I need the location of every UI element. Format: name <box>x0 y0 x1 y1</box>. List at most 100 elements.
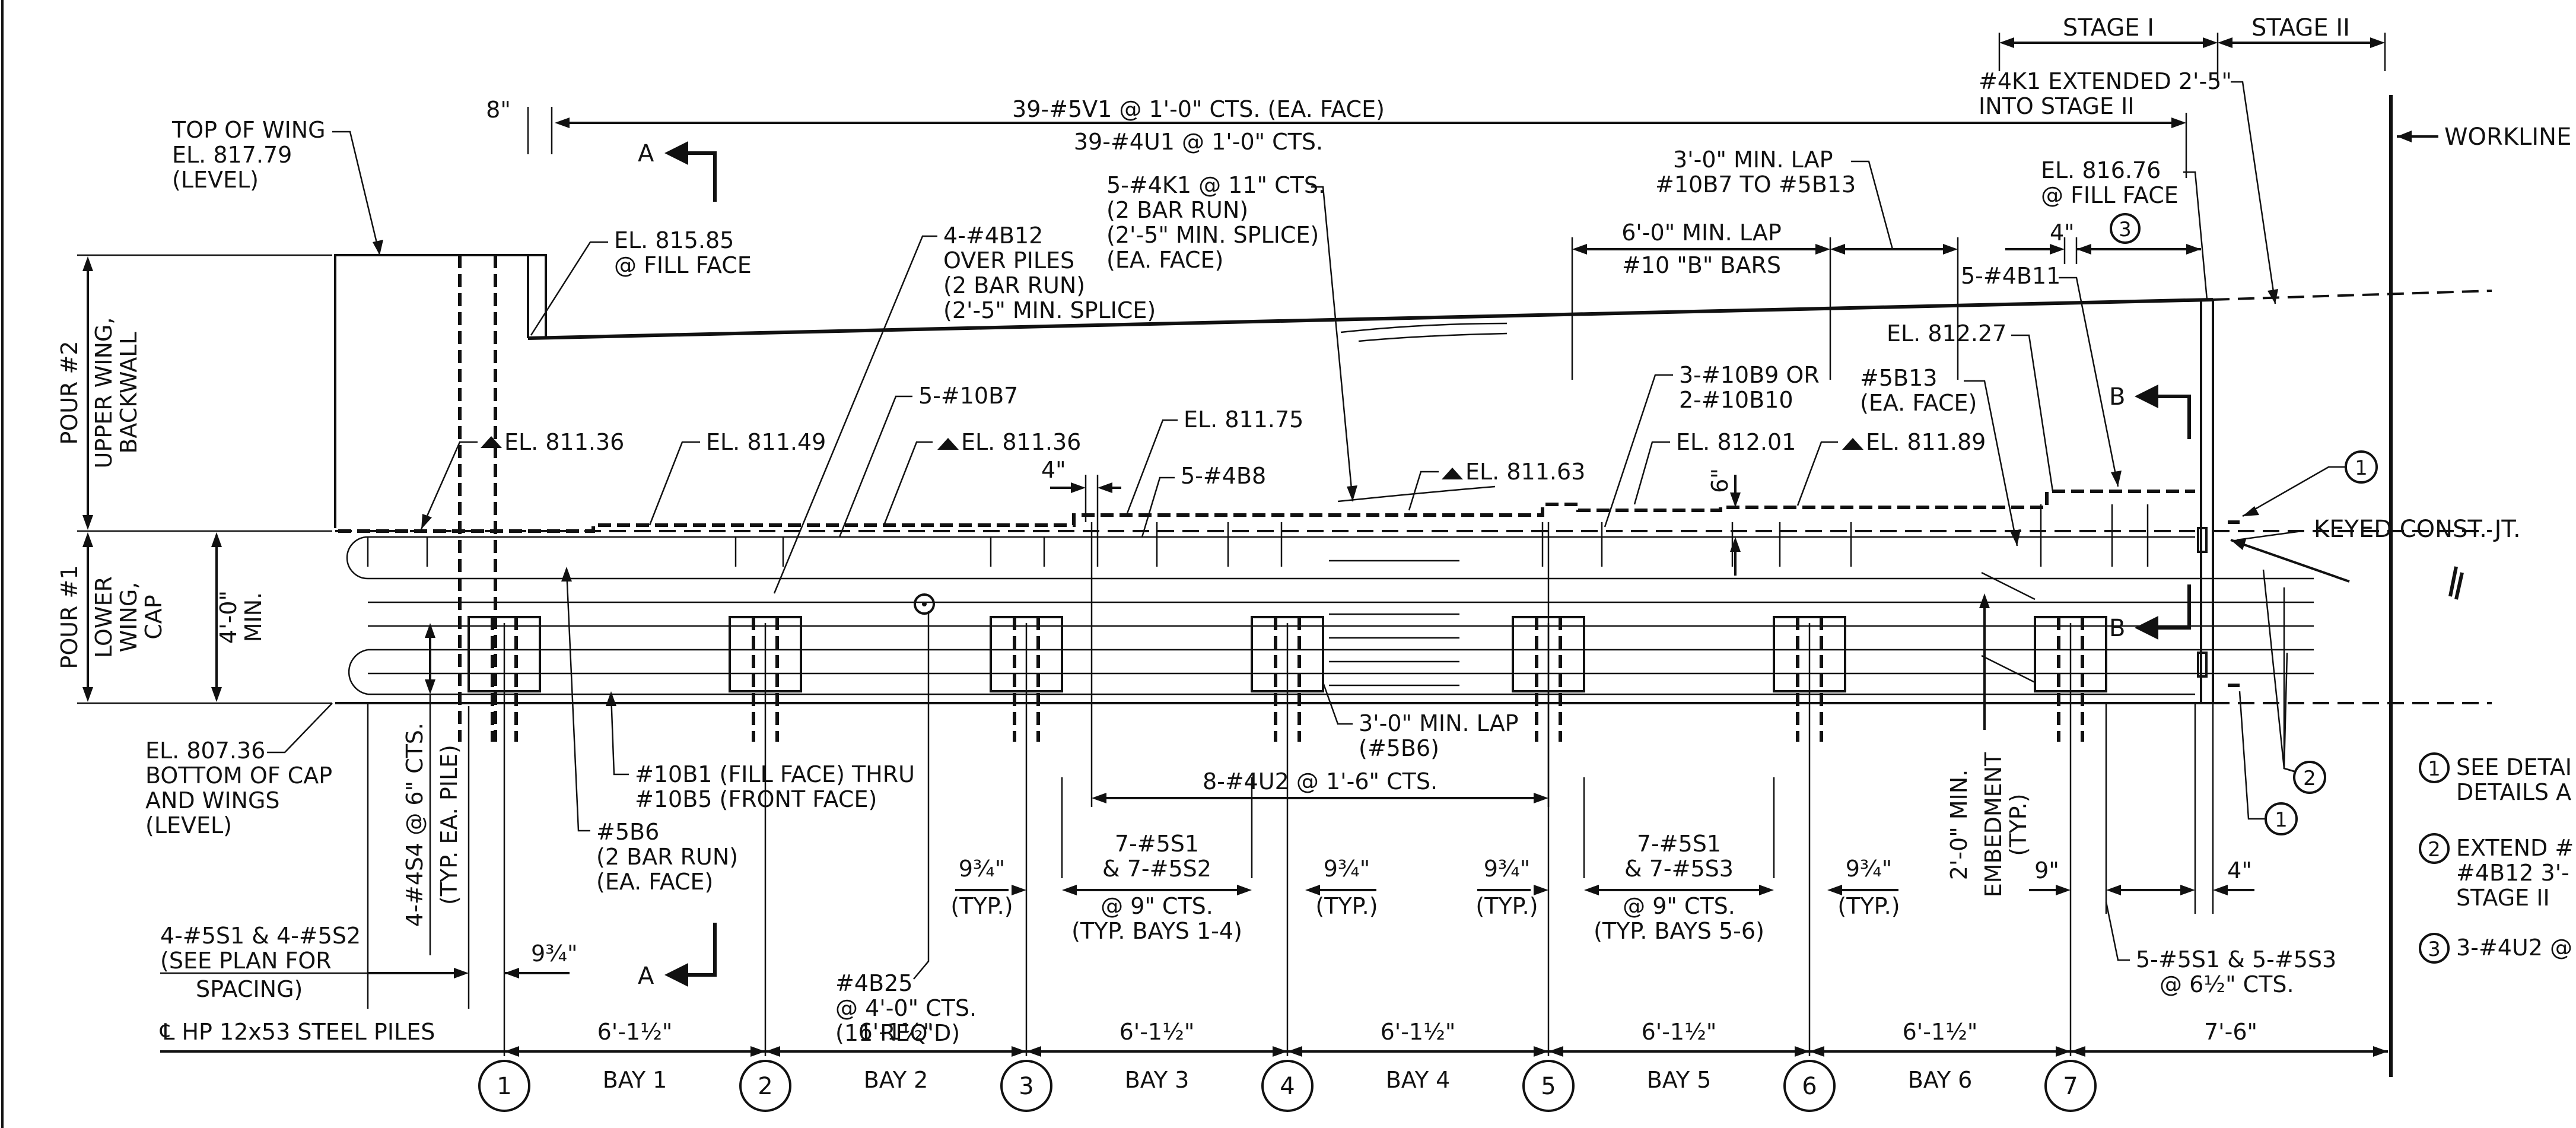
stage-1-label: STAGE I <box>2063 14 2154 42</box>
svg-text:7'-6": 7'-6" <box>2204 1019 2257 1045</box>
svg-text:@ 4'-0" CTS.: @ 4'-0" CTS. <box>835 995 977 1021</box>
svg-text:EL. 807.36: EL. 807.36 <box>145 738 265 764</box>
svg-text:3: 3 <box>2119 218 2132 242</box>
svg-text:SPACING): SPACING) <box>196 976 303 1002</box>
s1s3-bays-callout: 7-#5S1 & 7-#5S3 @ 9" CTS. (TYP. BAYS 5-6… <box>1583 777 1775 944</box>
dim-9-75-left: 9¾" <box>504 940 578 978</box>
typ-dim-bay5-left: 9¾" (TYP.) <box>1475 856 1548 919</box>
svg-text:6'-1½": 6'-1½" <box>1642 1019 1717 1045</box>
svg-text:(2 BAR RUN): (2 BAR RUN) <box>943 272 1085 298</box>
svg-text:EMBEDMENT: EMBEDMENT <box>1980 752 2006 897</box>
el-811-49: EL. 811.49 <box>648 429 826 526</box>
svg-text:& 7-#5S3: & 7-#5S3 <box>1624 856 1734 882</box>
svg-text:(TYP. BAYS 1-4): (TYP. BAYS 1-4) <box>1071 918 1242 944</box>
svg-text:(TYP.): (TYP.) <box>950 893 1013 919</box>
s1s3-end-callout: 4" 5-#5S1 & 5-#5S3 @ 6½" CTS. <box>2105 703 2336 997</box>
callout-1-bottom: 1 <box>2238 691 2298 835</box>
top-of-wing-callout: TOP OF WING EL. 817.79 (LEVEL) <box>171 117 383 256</box>
svg-text:BOTTOM OF CAP: BOTTOM OF CAP <box>145 762 332 789</box>
embedment-callout: 2'-0" MIN. EMBEDMENT (TYP.) <box>1946 571 2036 897</box>
workline-label: WORKLINE <box>2444 123 2571 151</box>
svg-text:9¾": 9¾" <box>1846 856 1893 882</box>
svg-text:EL. 811.49: EL. 811.49 <box>706 429 826 455</box>
svg-text:#10 "B" BARS: #10 "B" BARS <box>1622 252 1781 278</box>
b1-callout: #10B1 (FILL FACE) THRU #10B5 (FRONT FACE… <box>606 691 915 812</box>
pile-cap: KEYED CONST. JT. <box>335 300 2521 704</box>
piles <box>468 593 2107 1056</box>
top-dimensions: 8" 39-#5V1 @ 1'-0" CTS. (EA. FACE) 39-#4… <box>486 96 2187 178</box>
svg-text:(EA. FACE): (EA. FACE) <box>1860 390 1977 416</box>
svg-text:9¾": 9¾" <box>531 940 578 967</box>
el-811-36-a: EL. 811.36 <box>420 429 624 530</box>
svg-text:(2 BAR RUN): (2 BAR RUN) <box>596 844 738 870</box>
svg-text:6'-1½": 6'-1½" <box>1120 1019 1195 1045</box>
svg-text:(EA. FACE): (EA. FACE) <box>596 869 713 895</box>
stage-header: STAGE I STAGE II <box>1998 14 2386 80</box>
dim-4-top-right: 4" 3 <box>2005 213 2201 264</box>
pour-2-label: POUR #2 UPPER WING, BACKWALL <box>56 254 332 704</box>
wing-offset-dim: 8" <box>486 97 511 123</box>
svg-text:B: B <box>2109 383 2125 411</box>
svg-text:2'-0" MIN.: 2'-0" MIN. <box>1946 770 1972 881</box>
svg-text:#10B7 TO #5B13: #10B7 TO #5B13 <box>1655 171 1856 198</box>
svg-text:3-#10B9 OR: 3-#10B9 OR <box>1679 362 1820 388</box>
keyed-joint-label: KEYED CONST. JT. <box>2314 516 2521 543</box>
svg-text:3: 3 <box>2428 938 2441 961</box>
b7-callout: 5-#10B7 <box>838 383 1018 538</box>
svg-text:1: 1 <box>2355 456 2368 480</box>
svg-text:(TYP.): (TYP.) <box>2005 793 2031 856</box>
svg-text:4": 4" <box>2227 857 2252 884</box>
pile-number: 5 <box>1541 1073 1556 1100</box>
svg-text:(LEVEL): (LEVEL) <box>145 812 232 838</box>
typ-dim-bay1: 9¾" (TYP.) <box>950 856 1026 919</box>
svg-text:1: 1 <box>2428 757 2441 781</box>
b25-callout: #4B25 @ 4'-0" CTS. (11 REQ'D) <box>835 611 977 1046</box>
svg-text:5-#4B8: 5-#4B8 <box>1181 463 1266 489</box>
svg-text:4-#5S1 & 4-#5S2: 4-#5S1 & 4-#5S2 <box>160 923 361 949</box>
svg-text:A: A <box>638 962 654 990</box>
svg-text:4": 4" <box>2050 220 2075 246</box>
svg-text:2: 2 <box>2303 767 2316 790</box>
section-cut-a: A A <box>638 140 717 990</box>
pile-number: 3 <box>1019 1073 1033 1100</box>
pile-spacing-dimension: ℄ HP 12x53 STEEL PILES 6'-1½" 6'-1½" 6'-… <box>160 1019 2388 1112</box>
svg-text:7-#5S1: 7-#5S1 <box>1637 831 1721 857</box>
pile-number: 4 <box>1280 1073 1295 1100</box>
svg-text:#4K1 EXTENDED 2'-5": #4K1 EXTENDED 2'-5" <box>1979 68 2232 94</box>
bay-label: BAY 6 <box>1908 1067 1973 1093</box>
svg-text:(SEE PLAN FOR: (SEE PLAN FOR <box>160 948 332 974</box>
lap-b6-callout: 3'-0" MIN. LAP (#5B6) <box>1322 682 1519 761</box>
typ-dim-bay4: 9¾" (TYP.) <box>1305 856 1378 919</box>
svg-text:#10B1 (FILL FACE) THRU: #10B1 (FILL FACE) THRU <box>635 761 915 787</box>
svg-text:3'-0" MIN. LAP: 3'-0" MIN. LAP <box>1359 710 1519 736</box>
svg-text:(11 REQ'D): (11 REQ'D) <box>835 1020 960 1046</box>
bay-label: BAY 5 <box>1647 1067 1712 1093</box>
b8-callout: 5-#4B8 <box>1141 463 1266 538</box>
svg-text:@ 9" CTS.: @ 9" CTS. <box>1623 893 1735 919</box>
svg-text:3'-0" MIN. LAP: 3'-0" MIN. LAP <box>1673 147 1833 173</box>
s1s2-left-callout: 4-#5S1 & 4-#5S2 (SEE PLAN FOR SPACING) <box>160 703 470 1009</box>
svg-text:(EA. FACE): (EA. FACE) <box>1106 247 1223 273</box>
svg-text:POUR #1: POUR #1 <box>56 565 82 669</box>
pile-number: 2 <box>758 1073 772 1100</box>
svg-text:CAP: CAP <box>141 595 167 639</box>
svg-text:TOP OF WING: TOP OF WING <box>171 117 326 143</box>
svg-text:3-#4U2 @: 3-#4U2 @ <box>2456 935 2572 961</box>
svg-text:6'-1½": 6'-1½" <box>1381 1019 1456 1045</box>
svg-text:#4B25: #4B25 <box>835 970 912 996</box>
svg-text:5-#10B7: 5-#10B7 <box>918 383 1018 409</box>
svg-text:DETAILS A: DETAILS A <box>2456 779 2571 805</box>
svg-text:5-#5S1 & 5-#5S3: 5-#5S1 & 5-#5S3 <box>2136 946 2336 973</box>
k1-extension-callout: #4K1 EXTENDED 2'-5" INTO STAGE II <box>1979 68 2278 304</box>
svg-text:@ 9" CTS.: @ 9" CTS. <box>1101 893 1213 919</box>
svg-text:6'-1½": 6'-1½" <box>597 1019 673 1045</box>
svg-text:AND WINGS: AND WINGS <box>145 787 280 814</box>
svg-text:4-#4S4 @ 6" CTS.: 4-#4S4 @ 6" CTS. <box>402 723 428 927</box>
svg-text:EXTEND #: EXTEND # <box>2456 835 2574 861</box>
svg-text:A: A <box>638 140 654 167</box>
svg-text:SEE DETAI: SEE DETAI <box>2456 754 2572 780</box>
svg-text:(2'-5" MIN. SPLICE): (2'-5" MIN. SPLICE) <box>943 297 1156 323</box>
svg-text:UPPER WING,: UPPER WING, <box>91 317 117 469</box>
svg-text:#4B12 3'-: #4B12 3'- <box>2456 860 2569 886</box>
svg-text:EL. 812.27: EL. 812.27 <box>1887 320 2006 347</box>
